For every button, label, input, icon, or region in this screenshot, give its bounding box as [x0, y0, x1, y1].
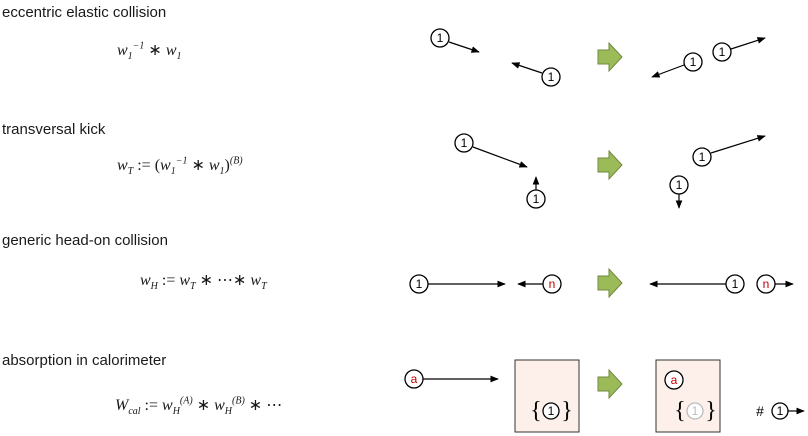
set-open-brace: {	[530, 398, 542, 424]
row3-before: 1 n	[409, 274, 562, 294]
particle-label: 1	[437, 31, 444, 45]
count-hash: #	[756, 403, 764, 419]
title-transversal-kick: transversal kick	[2, 121, 106, 138]
particle-label: 1	[719, 45, 726, 59]
transition-arrow	[597, 368, 623, 400]
particle-label: 1	[699, 150, 706, 164]
particle-label-n: n	[549, 277, 556, 291]
particle-circle-a	[664, 370, 684, 390]
formula-head-on: wH := wT ∗ ⋯∗ wT	[140, 272, 267, 293]
row4-before: a { 1 }	[404, 359, 580, 433]
particle-label-a: a	[411, 372, 418, 386]
title-generic-head-on-collision: generic head-on collision	[2, 232, 168, 249]
title-absorption-in-calorimeter: absorption in calorimeter	[2, 352, 167, 369]
particle-label-a: a	[671, 373, 678, 387]
particle-label-n: n	[763, 277, 770, 291]
title-eccentric-elastic-collision: eccentric elastic collision	[2, 4, 167, 21]
momentum-arrow	[651, 64, 685, 78]
particle-label: 1	[676, 178, 683, 192]
particle-circle	[430, 28, 450, 48]
particle-circle	[542, 402, 560, 420]
momentum-arrow	[710, 135, 766, 154]
momentum-arrow	[472, 146, 528, 168]
transition-arrow	[597, 41, 623, 73]
set-close-brace: }	[705, 398, 717, 424]
row2-before: 1 1	[454, 133, 546, 209]
row1-before: 1 1	[430, 28, 561, 87]
set-open-brace: {	[674, 398, 686, 424]
particle-label: 1	[690, 55, 697, 69]
formula-elastic: w1−1 ∗ w1	[117, 40, 182, 63]
transition-arrow	[597, 149, 623, 181]
particle-label: 1	[416, 277, 423, 291]
particle-label-faded: 1	[692, 404, 699, 418]
row2-after: 1 1	[669, 135, 766, 209]
momentum-arrow	[511, 62, 543, 74]
calorimeter-box	[514, 359, 580, 433]
particle-circle	[692, 147, 712, 167]
particle-circle-faded	[686, 402, 704, 420]
formula-transversal: wT := (w1−1 ∗ w1)(B)	[117, 155, 243, 178]
calorimeter-box	[655, 359, 721, 433]
particle-circle	[541, 67, 561, 87]
particle-label: 1	[533, 192, 540, 206]
particle-label: 1	[777, 404, 784, 418]
formula-calorimeter: Wcal := wH(A) ∗ wH(B) ∗ ⋯	[115, 395, 283, 418]
row3-after: 1 n	[649, 274, 794, 294]
set-close-brace: }	[561, 398, 573, 424]
particle-circle	[454, 133, 474, 153]
particle-circle	[683, 52, 703, 72]
particle-label: 1	[548, 404, 555, 418]
row1-after: 1 1	[651, 37, 766, 78]
particle-label: 1	[732, 277, 739, 291]
particle-circle	[712, 42, 732, 62]
row4-after: a { 1 } # 1	[655, 359, 805, 433]
momentum-arrow	[730, 37, 766, 50]
particle-label: 1	[548, 70, 555, 84]
transition-arrow	[597, 267, 623, 299]
particle-label: 1	[461, 136, 468, 150]
momentum-arrow	[448, 41, 480, 53]
